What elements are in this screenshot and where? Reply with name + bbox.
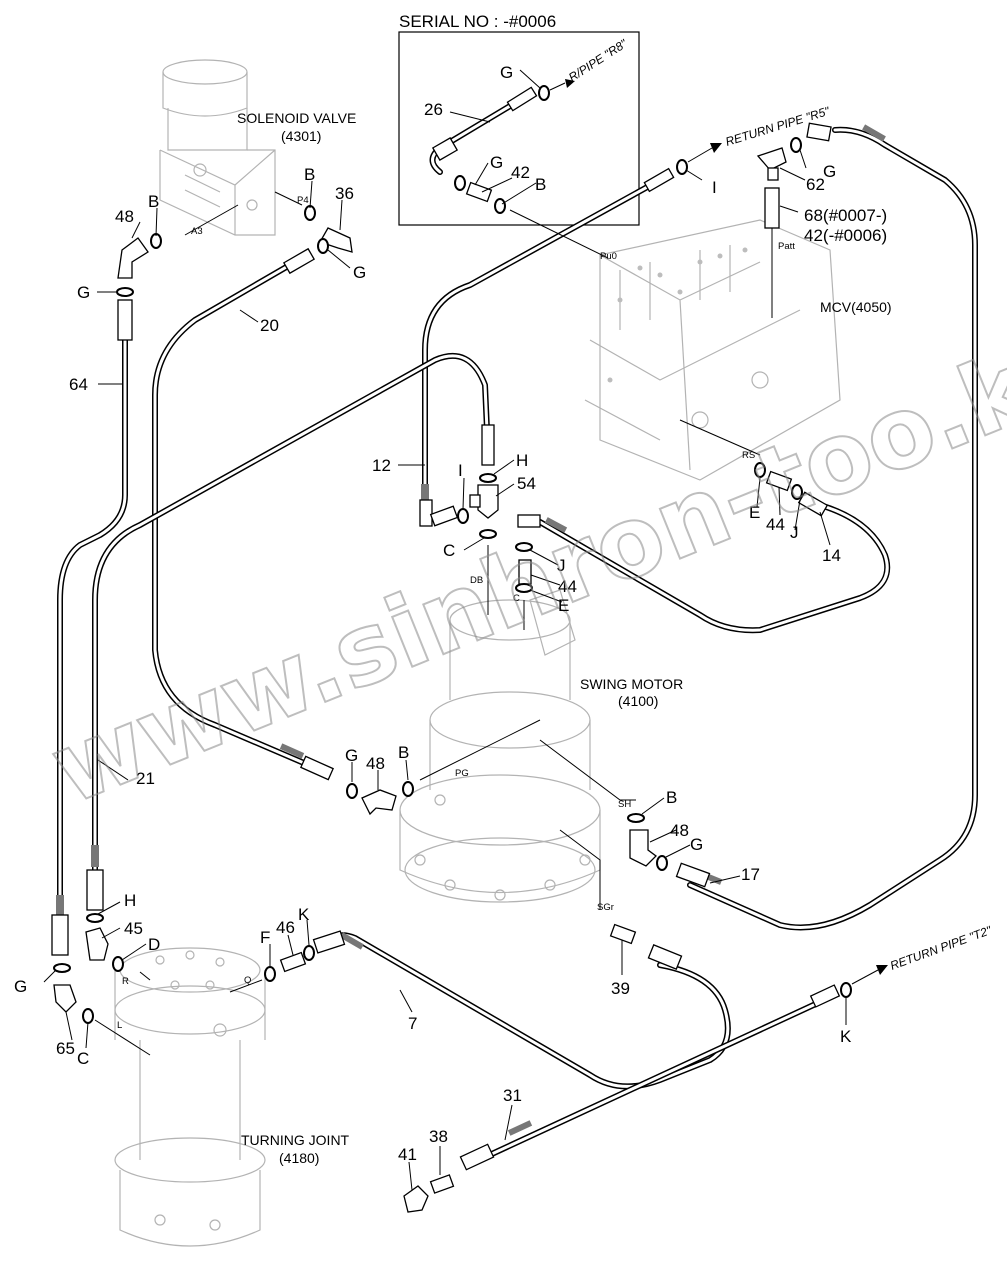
- label-f-tj: F: [260, 928, 270, 947]
- label-c-tj: C: [77, 1049, 89, 1068]
- label-17: 17: [741, 865, 760, 884]
- part-labels: 26 G G 42 B I G 62 68(#0007-) 42(-#0006)…: [14, 63, 887, 1164]
- leader-lines: [43, 69, 888, 1191]
- label-48b: 48: [366, 754, 385, 773]
- hose-31: [465, 999, 823, 1168]
- solenoid-valve-ghost: [159, 59, 276, 236]
- label-48a: 48: [115, 207, 134, 226]
- label-64: 64: [69, 375, 88, 394]
- label-45: 45: [124, 919, 143, 938]
- label-i-mid: I: [458, 461, 463, 480]
- swing-motor-code: (4100): [618, 693, 658, 709]
- label-44b: 44: [766, 515, 785, 534]
- watermark: www.sinhron-too.kz: [36, 309, 1007, 827]
- port-a3: A3: [191, 226, 203, 237]
- label-14: 14: [822, 546, 841, 565]
- fittings: [51, 86, 841, 1213]
- label-62: 62: [806, 175, 825, 194]
- label-21: 21: [136, 769, 155, 788]
- label-j-rs: J: [790, 523, 799, 542]
- hose-21: [92, 353, 490, 888]
- label-g-36: G: [353, 263, 366, 282]
- label-42b: 42(-#0006): [804, 226, 887, 245]
- label-k-t2: K: [840, 1027, 852, 1046]
- label-g-pg: G: [345, 746, 358, 765]
- label-k-tj: K: [298, 905, 310, 924]
- label-b-pg: B: [398, 743, 409, 762]
- turning-joint-code: (4180): [279, 1150, 319, 1166]
- label-b-sh: B: [666, 788, 677, 807]
- label-g-inset: G: [490, 153, 503, 172]
- label-38: 38: [429, 1127, 448, 1146]
- label-7: 7: [408, 1014, 417, 1033]
- turning-joint-name: TURNING JOINT: [241, 1132, 350, 1148]
- hose-20: [152, 259, 328, 775]
- label-e-rs: E: [749, 503, 760, 522]
- mcv-ghost: [584, 219, 841, 481]
- hose-14: [522, 502, 891, 634]
- hose-12: [422, 177, 663, 515]
- label-31: 31: [503, 1086, 522, 1105]
- port-sh: SH: [618, 799, 631, 810]
- mcv-name: MCV(4050): [820, 299, 892, 315]
- return-pipe-r8: R/PIPE "R8": [566, 36, 630, 84]
- turning-joint-ghost: [114, 947, 266, 1247]
- label-b-p4: B: [304, 165, 315, 184]
- label-39: 39: [611, 979, 630, 998]
- swing-motor-ghost: [399, 589, 601, 903]
- label-68: 68(#0007-): [804, 206, 887, 225]
- port-c: C: [513, 593, 520, 604]
- label-g-tj: G: [14, 977, 27, 996]
- label-c-mid: C: [443, 541, 455, 560]
- label-41: 41: [398, 1145, 417, 1164]
- label-46: 46: [276, 918, 295, 937]
- label-48c: 48: [670, 821, 689, 840]
- label-b-a3: B: [148, 192, 159, 211]
- label-54: 54: [517, 474, 536, 493]
- label-j-mid: J: [557, 556, 566, 575]
- label-b-inset: B: [535, 175, 546, 194]
- label-e-mid: E: [558, 596, 569, 615]
- label-20: 20: [260, 316, 279, 335]
- hose-64: [57, 302, 128, 903]
- label-44a: 44: [558, 577, 577, 596]
- port-pu0: Pu0: [600, 251, 617, 262]
- label-65: 65: [56, 1039, 75, 1058]
- label-26: 26: [424, 100, 443, 119]
- hose-26: [429, 97, 523, 175]
- label-h-mid: H: [516, 451, 528, 470]
- port-db: DB: [470, 575, 483, 586]
- label-i-top: I: [712, 178, 717, 197]
- port-pg: PG: [455, 768, 469, 779]
- port-sgr: SGr: [597, 902, 614, 913]
- return-pipe-t2: RETURN PIPE "T2": [888, 923, 994, 973]
- serial-title: SERIAL NO : -#0006: [399, 12, 556, 31]
- swing-motor-name: SWING MOTOR: [580, 676, 683, 692]
- serial-inset-frame: [398, 31, 640, 226]
- port-q: Q: [244, 975, 251, 986]
- o-rings: [53, 85, 852, 1024]
- port-patt: Patt: [778, 241, 795, 252]
- port-r: R: [122, 976, 129, 987]
- hose-braids: [56, 124, 886, 1136]
- label-g-top: G: [500, 63, 513, 82]
- label-g-sh: G: [690, 835, 703, 854]
- label-d-tj: D: [148, 935, 160, 954]
- label-g-left: G: [77, 283, 90, 302]
- port-p4: P4: [297, 195, 309, 206]
- label-g-r5: G: [823, 162, 836, 181]
- label-12: 12: [372, 456, 391, 475]
- label-36: 36: [335, 184, 354, 203]
- label-42a: 42: [511, 163, 530, 182]
- hose-17: [687, 126, 978, 931]
- solenoid-valve-name: SOLENOID VALVE: [237, 110, 356, 126]
- solenoid-valve-code: (4301): [281, 128, 321, 144]
- port-rs: RS: [742, 450, 755, 461]
- port-l: L: [117, 1020, 122, 1031]
- label-h-tj: H: [124, 891, 136, 910]
